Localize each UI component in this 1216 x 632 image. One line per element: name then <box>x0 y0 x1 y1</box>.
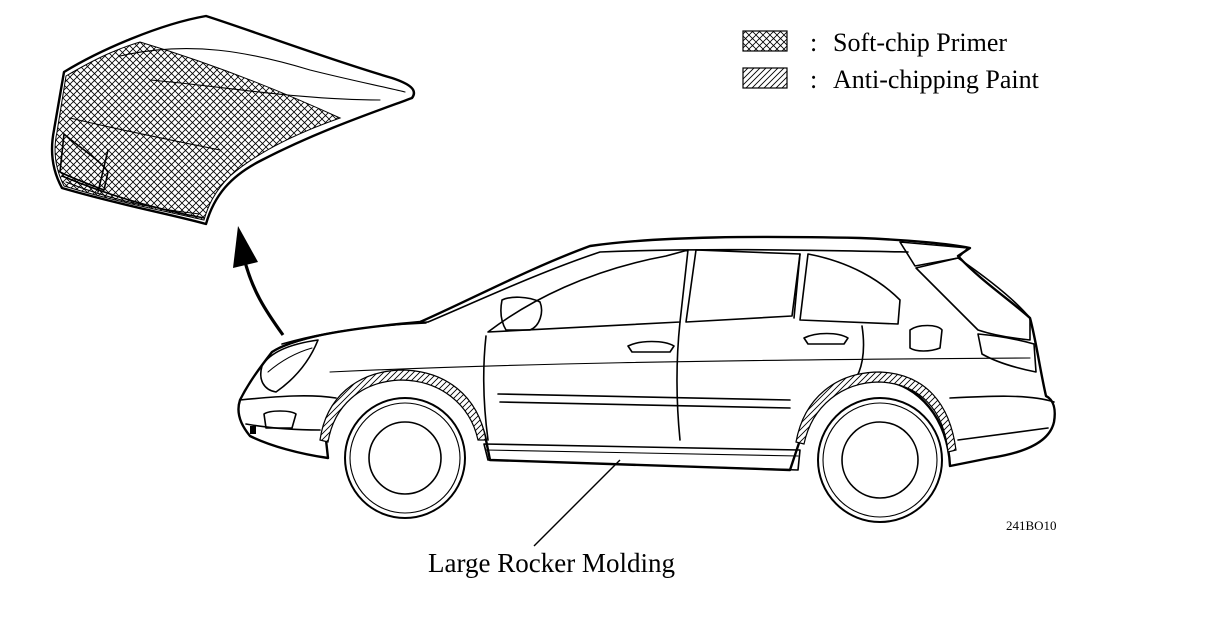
fuel-door <box>909 324 943 352</box>
front-wheel <box>344 397 466 519</box>
rear-door-window <box>685 249 801 323</box>
suv-illustration <box>237 235 1056 523</box>
legend-separator: : <box>810 65 817 94</box>
callout-leader-line <box>533 459 621 547</box>
headlamp <box>260 339 319 393</box>
front-door-window <box>487 249 689 333</box>
anti-chipping-rear-arch <box>795 371 957 453</box>
side-mirror <box>500 296 543 331</box>
hood-outline <box>50 14 416 226</box>
rear-window <box>915 257 1031 341</box>
legend-item-soft-chip-primer: : Soft-chip Primer <box>742 28 1007 57</box>
legend-separator: : <box>810 28 817 57</box>
front-door-handle <box>627 340 675 353</box>
tail-lamp <box>977 333 1037 373</box>
quarter-window <box>799 253 901 325</box>
legend-label-anti-chipping-paint: Anti-chipping Paint <box>833 65 1040 94</box>
rocker-molding-callout: Large Rocker Molding <box>428 459 675 578</box>
anti-chipping-front-arch <box>319 369 487 443</box>
diagonal-hatch-swatch <box>742 67 788 89</box>
rear-wheel <box>817 397 943 523</box>
legend: : Soft-chip Primer : Anti-chipping Paint <box>742 28 1040 94</box>
large-rocker-molding <box>483 443 801 471</box>
callout-label: Large Rocker Molding <box>428 548 675 578</box>
fog-lamp <box>263 410 297 429</box>
crosshatch-swatch <box>742 30 788 52</box>
rear-door-handle <box>803 332 849 345</box>
legend-label-soft-chip-primer: Soft-chip Primer <box>833 28 1007 57</box>
hood-illustration <box>50 14 416 226</box>
legend-item-anti-chipping-paint: : Anti-chipping Paint <box>742 65 1040 94</box>
soft-chip-primer-area <box>54 41 342 221</box>
exploded-view-arrow <box>233 226 285 336</box>
figure-code: 241BO10 <box>1006 518 1057 533</box>
